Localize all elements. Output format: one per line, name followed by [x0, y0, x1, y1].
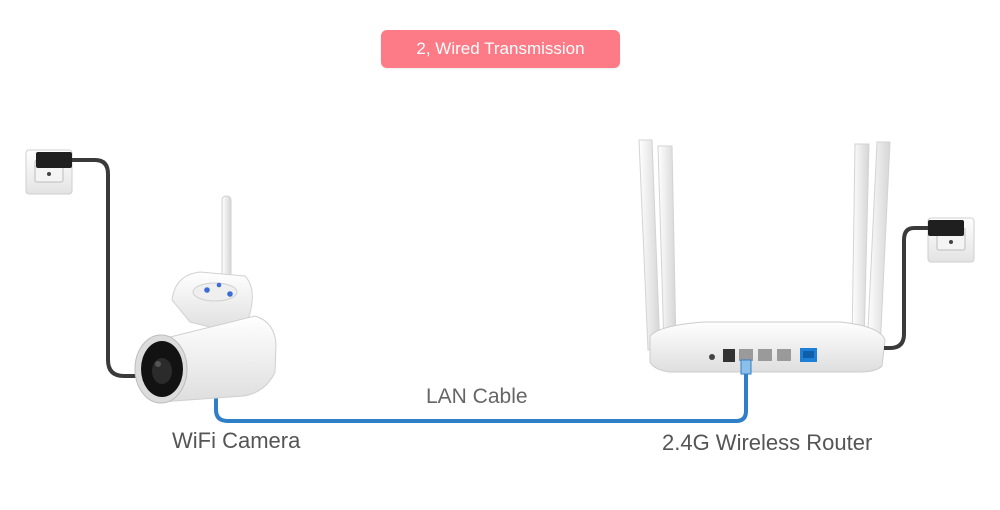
power-outlet-icon: [927, 217, 975, 263]
camera-label: WiFi Camera: [172, 428, 301, 453]
power-cable: [884, 226, 928, 350]
router-icon: [638, 139, 891, 375]
camera-icon: [134, 195, 277, 404]
lan-cable: [214, 370, 748, 423]
power-outlet-icon: [25, 149, 73, 195]
lan-cable-label: LAN Cable: [426, 385, 528, 408]
router-label: 2.4G Wireless Router: [662, 430, 873, 455]
title-banner: 2, Wired Transmission: [381, 30, 620, 68]
power-cable: [72, 158, 140, 378]
